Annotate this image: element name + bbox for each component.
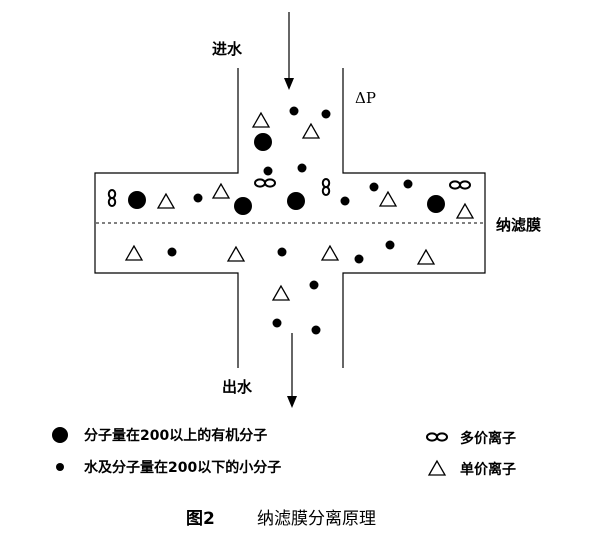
legend-multivalent-ion-icon [426,432,448,442]
figure-title: 纳滤膜分离原理 [257,509,376,529]
legend-large-organic-label: 分子量在200以上的有机分子 [84,427,267,444]
monovalent-ion-icon [226,245,246,262]
small-molecule-icon [167,247,177,257]
small-molecule-icon [309,280,319,290]
inlet-label: 进水 [212,40,243,58]
monovalent-ion-icon [378,190,398,207]
legend-small-molecule-label: 水及分子量在200以下的小分子 [84,459,281,476]
small-molecule-icon [289,106,299,116]
legend-multivalent-ion-label: 多价离子 [460,430,516,447]
small-molecule-icon [340,196,350,206]
monovalent-ion-icon [271,284,291,301]
multivalent-ion-icon [107,189,117,207]
outlet-label: 出水 [222,378,253,396]
pressure-label: ΔP [355,89,376,107]
particles-feed [107,106,475,219]
outlet-arrow [287,333,297,408]
multivalent-ion-icon [449,180,471,190]
legend-large-organic-icon [52,427,68,443]
small-molecule-icon [263,166,273,176]
monovalent-ion-icon [416,248,436,265]
multivalent-ion-icon [321,178,331,196]
membrane-label: 纳滤膜 [496,216,541,234]
chamber-outline [94,68,486,368]
monovalent-ion-icon [211,182,231,199]
small-molecule-icon [385,240,395,250]
legend-monovalent-ion-label: 单价离子 [460,461,516,478]
large-organic-icon [427,195,445,213]
legend-monovalent-ion-icon [427,459,447,476]
figure-caption: 图2 纳滤膜分离原理 [186,509,376,529]
large-organic-icon [254,133,272,151]
inlet-arrow [284,12,294,90]
monovalent-ion-icon [320,244,340,261]
small-molecule-icon [354,254,364,264]
multivalent-ion-icon [254,178,276,188]
large-organic-icon [234,197,252,215]
large-organic-icon [287,192,305,210]
monovalent-ion-icon [251,111,271,128]
monovalent-ion-icon [301,122,321,139]
small-molecule-icon [193,193,203,203]
small-molecule-icon [272,318,282,328]
particles-permeate [124,240,436,335]
small-molecule-icon [369,182,379,192]
small-molecule-icon [277,247,287,257]
legend-small-molecule-icon [56,463,64,471]
small-molecule-icon [311,325,321,335]
monovalent-ion-icon [124,244,144,261]
large-organic-icon [128,191,146,209]
small-molecule-icon [297,163,307,173]
monovalent-ion-icon [455,202,475,219]
small-molecule-icon [321,109,331,119]
figure-number: 图2 [186,509,215,529]
small-molecule-icon [403,179,413,189]
monovalent-ion-icon [156,192,176,209]
legend: 分子量在200以上的有机分子 水及分子量在200以下的小分子 多价离子 单价离子 [52,427,516,478]
